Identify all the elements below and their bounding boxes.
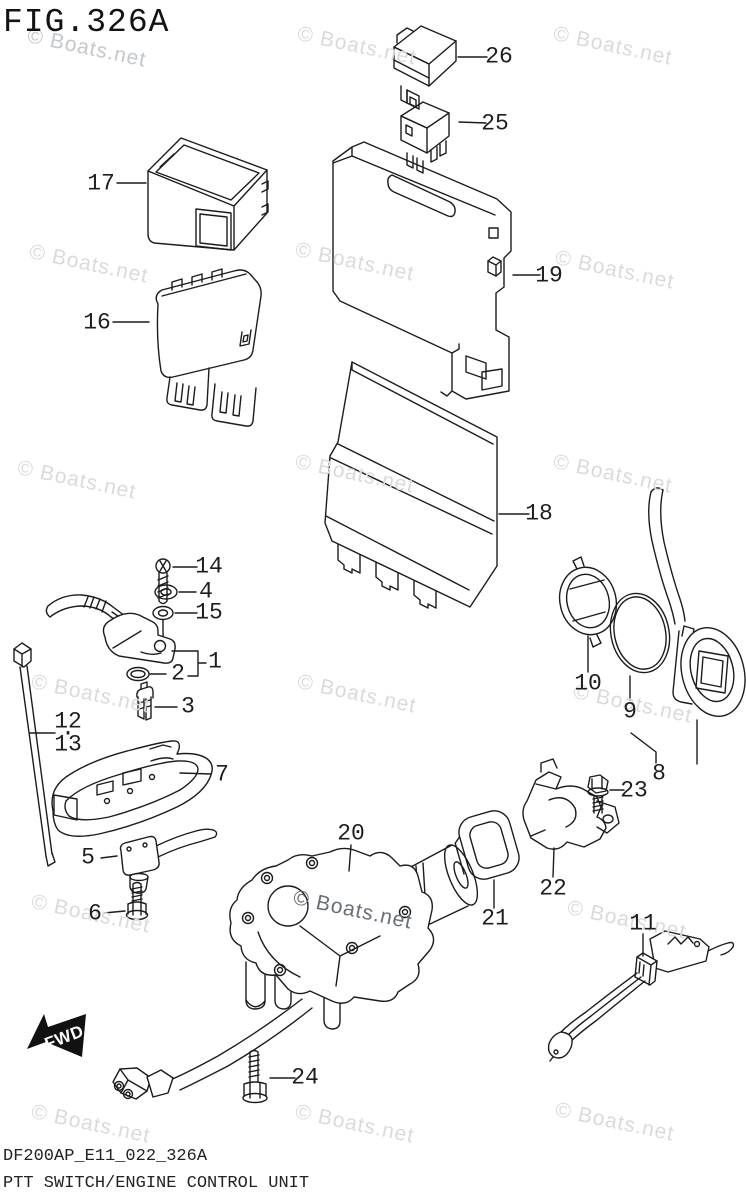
part-16-module-drawing bbox=[155, 268, 262, 427]
part-11-switch-lead-drawing bbox=[547, 930, 735, 1062]
part-6-bolt-drawing bbox=[125, 881, 149, 921]
part-18-ecu-drawing bbox=[324, 361, 498, 609]
part-4-washer-drawing bbox=[154, 584, 178, 600]
part-1-ptt-switch-drawing bbox=[45, 594, 176, 664]
fwd-arrow: FWD bbox=[27, 1014, 86, 1057]
part-20-motor-drawing bbox=[112, 844, 479, 1100]
part-22-bracket-drawing bbox=[522, 758, 620, 850]
part-12-13-strap-drawing bbox=[13, 642, 56, 867]
part-3-contact-drawing bbox=[136, 681, 154, 721]
part-17-cover-drawing bbox=[147, 137, 269, 251]
part-9-o-ring-drawing bbox=[609, 592, 671, 674]
part-10-bezel-drawing bbox=[558, 556, 618, 648]
part-21-cushion-drawing bbox=[454, 810, 520, 880]
part-7-housing-drawing bbox=[51, 740, 213, 837]
part-23-bolt-drawing bbox=[587, 774, 609, 814]
part-26-relay-drawing bbox=[393, 25, 457, 110]
part-2-o-ring-drawing bbox=[126, 666, 150, 682]
part-8-panel-switch-drawing bbox=[648, 487, 746, 718]
part-14-screw-drawing bbox=[155, 558, 171, 605]
part-25-relay-drawing bbox=[400, 101, 450, 174]
part-24-bolt-drawing bbox=[242, 1049, 268, 1104]
part-5-switch-drawing bbox=[119, 828, 218, 894]
part-19-bracket-drawing bbox=[332, 141, 512, 400]
leader-lines bbox=[29, 56, 698, 1079]
